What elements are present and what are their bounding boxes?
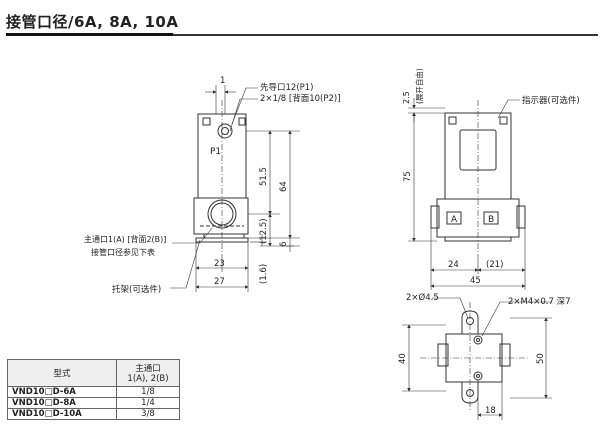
port-b-box	[483, 211, 499, 225]
back-port-label: 2×1/8 [背面10(P2)]	[260, 93, 341, 104]
table-cell-model: VND10□D-10A	[7, 408, 117, 420]
main-port-label: 主通口1(A) [背面2(B)]	[84, 234, 166, 244]
indicator-label: 指示器(可选件)	[522, 95, 580, 106]
page-title: 接管口径/6A, 8A, 10A	[6, 13, 179, 31]
pilot-port-label: 先导口12(P1)	[260, 82, 313, 93]
title-underline	[6, 33, 173, 36]
table-row: VND10□D-6A 1/8	[7, 386, 180, 398]
holes-label: 2×Ø4.5	[406, 292, 439, 303]
open-note: (展开自由)	[414, 68, 424, 104]
pilot-port-inner	[221, 127, 229, 135]
table-cell-model: VND10□D-8A	[7, 397, 117, 409]
front-coil-notch-left	[202, 117, 211, 126]
bracket-top	[203, 233, 245, 239]
mount-hole-bottom	[466, 389, 474, 397]
side-port-left	[430, 205, 440, 229]
table-cell-port: 3/8	[116, 408, 180, 420]
table-header-model: 型式	[7, 359, 117, 387]
dim-23: 23	[214, 259, 225, 269]
port-a-box	[446, 211, 462, 225]
dim-45: 45	[470, 276, 481, 286]
dim-27: 27	[214, 277, 225, 287]
front-coil-notch-right	[238, 117, 246, 126]
table-cell-port: 1/4	[116, 397, 180, 409]
thread-label: 2×M4×0.7 深7	[508, 297, 571, 307]
dim-1-6: (1.6)	[259, 264, 269, 284]
dim-51-5: 51.5	[259, 167, 269, 186]
dim-40: 40	[398, 353, 408, 364]
dim-24: 24	[448, 260, 459, 270]
table-cell-port: 1/8	[116, 386, 180, 398]
bottom-port-left	[437, 343, 449, 367]
dim-12-5: (12.5)	[259, 218, 269, 244]
table-cell-model: VND10□D-6A	[7, 386, 117, 398]
dim-21: (21)	[486, 260, 503, 270]
bottom-view	[402, 297, 552, 420]
side-port-right	[516, 205, 526, 229]
dim-64: 64	[279, 181, 289, 192]
table-row: VND10□D-8A 1/4	[7, 397, 180, 409]
bracket-label: 托架(可选件)	[112, 284, 161, 295]
dim-2-5: 2.5	[402, 91, 411, 104]
dim-top-1: 1	[220, 76, 225, 86]
main-port-note: 接管口径参见下表	[91, 247, 155, 257]
dim-75: 75	[403, 171, 413, 182]
port-b-label: B	[488, 215, 494, 225]
bottom-port-right	[499, 343, 511, 367]
side-view	[408, 98, 526, 290]
thread-hole-top	[473, 335, 483, 345]
title-rule	[6, 34, 598, 36]
pilot-port-circle	[217, 123, 233, 139]
dim-6: 6	[279, 242, 289, 247]
port-a-label: A	[451, 215, 458, 225]
table-row: VND10□D-10A 3/8	[7, 408, 180, 420]
dim-50: 50	[536, 353, 546, 364]
port-marking-p1: P1	[210, 147, 221, 157]
dim-18: 18	[485, 406, 496, 416]
front-view	[170, 85, 300, 292]
